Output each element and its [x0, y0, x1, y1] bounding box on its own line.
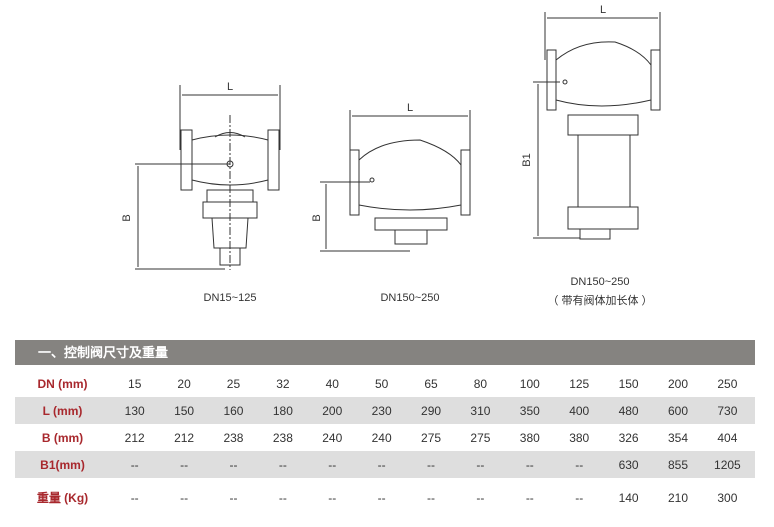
table-cell: 275 [421, 430, 442, 445]
table-row: L (mm) 130 150 160 180 200 230 290 310 350 400 480 6… [15, 397, 755, 424]
table-cell: 160 [223, 403, 244, 418]
table-cell: 240 [322, 430, 343, 445]
table-cell: 400 [569, 403, 590, 418]
table-row: 重量 (Kg) -- -- -- -- -- -- -- -- -- -- 140 210 300 [15, 478, 755, 517]
table-cell: 20 [177, 376, 191, 391]
table-cell: -- [278, 490, 287, 505]
table-cell: 140 [618, 490, 639, 505]
table-cell: -- [278, 457, 287, 472]
row-label: L (mm) [42, 403, 83, 418]
table-cell: 150 [174, 403, 195, 418]
table-cell: -- [180, 490, 189, 505]
table-row: B (mm) 212 212 238 238 240 240 275 275 380 380 326 3… [15, 424, 755, 451]
caption-extended: DN150~250 [570, 276, 630, 288]
table-cell: 404 [717, 430, 738, 445]
table-cell: -- [525, 490, 534, 505]
table-cell: -- [328, 490, 337, 505]
table-cell: 630 [618, 457, 639, 472]
table-cell: 212 [124, 430, 145, 445]
table-cell: 15 [128, 376, 142, 391]
row-label: DN (mm) [37, 376, 88, 391]
table-cell: 130 [124, 403, 145, 418]
dim-l-label-2: L [407, 102, 413, 114]
table-cell: 25 [226, 376, 241, 391]
dim-b-label-1: B [121, 214, 133, 221]
table-cell: 250 [717, 376, 738, 391]
table-cell: 212 [174, 430, 195, 445]
table-cell: 180 [272, 403, 293, 418]
table-cell: 600 [667, 403, 688, 418]
caption-medium: DN150~250 [380, 292, 440, 304]
table-cell: 354 [667, 430, 688, 445]
table-cell: -- [229, 490, 238, 505]
table-cell: 855 [667, 457, 688, 472]
table-cell: -- [180, 457, 189, 472]
table-cell: 65 [424, 376, 438, 391]
table-cell: 275 [470, 430, 491, 445]
table-cell: -- [476, 490, 485, 505]
table-cell: 480 [618, 403, 639, 418]
table-cell: 730 [717, 403, 738, 418]
table-cell: 32 [276, 376, 290, 391]
table-cell: 240 [371, 430, 392, 445]
table-cell: -- [427, 490, 436, 505]
table-cell: 290 [421, 403, 442, 418]
table-cell: 50 [374, 376, 389, 391]
row-label: B (mm) [41, 430, 84, 445]
table-cell: 200 [667, 376, 688, 391]
table-cell: -- [328, 457, 337, 472]
table-cell: -- [130, 490, 139, 505]
table-cell: 210 [667, 490, 688, 505]
table-cell: 100 [519, 376, 540, 391]
dim-l-label-3: L [600, 4, 606, 16]
table-cell: 150 [618, 376, 639, 391]
table-cell: -- [377, 490, 386, 505]
table-cell: 300 [717, 490, 738, 505]
table-row: DN (mm) 15 20 25 32 40 50 65 80 100 125 150 200 250 [15, 370, 755, 397]
dim-b1-label: B1 [521, 153, 533, 166]
table-cell: -- [427, 457, 436, 472]
table-cell: 310 [470, 403, 491, 418]
table-cell: 125 [569, 376, 590, 391]
caption-extended-note: （ 带有阀体加长体 ） [547, 295, 653, 307]
valve-drawing-medium: L B [311, 102, 471, 252]
table-cell: 326 [618, 430, 639, 445]
table-cell: 40 [325, 376, 339, 391]
dim-b-label-2: B [311, 214, 323, 221]
table-row: B1(mm) -- -- -- -- -- -- -- -- -- -- 630 855 1205 [15, 451, 755, 478]
table-cell: 380 [569, 430, 590, 445]
table-cell: 238 [272, 430, 293, 445]
table-cell: 80 [473, 376, 488, 391]
valve-drawing-small: L B [121, 81, 281, 270]
table-cell: -- [525, 457, 534, 472]
dim-l-label-1: L [227, 81, 233, 93]
table-cell: -- [377, 457, 386, 472]
table-cell: -- [130, 457, 139, 472]
caption-small: DN15~125 [203, 292, 257, 304]
table-cell: -- [476, 457, 485, 472]
valve-drawing-extended: L B1 [521, 4, 661, 240]
table-cell: 350 [519, 403, 540, 418]
table-cell: -- [229, 457, 238, 472]
section-title: 一、控制阀尺寸及重量 [15, 340, 755, 365]
table-cell: 230 [371, 403, 392, 418]
table-cell: 200 [322, 403, 343, 418]
table-cell: 238 [223, 430, 244, 445]
table-cell: -- [575, 457, 584, 472]
table-cell: 380 [519, 430, 540, 445]
row-label: B1(mm) [40, 457, 85, 472]
table-cell: -- [575, 490, 584, 505]
table-cell: 1205 [714, 457, 741, 472]
valve-drawings: L B L B L B1 [121, 4, 661, 270]
row-label: 重量 (Kg) [36, 491, 89, 505]
